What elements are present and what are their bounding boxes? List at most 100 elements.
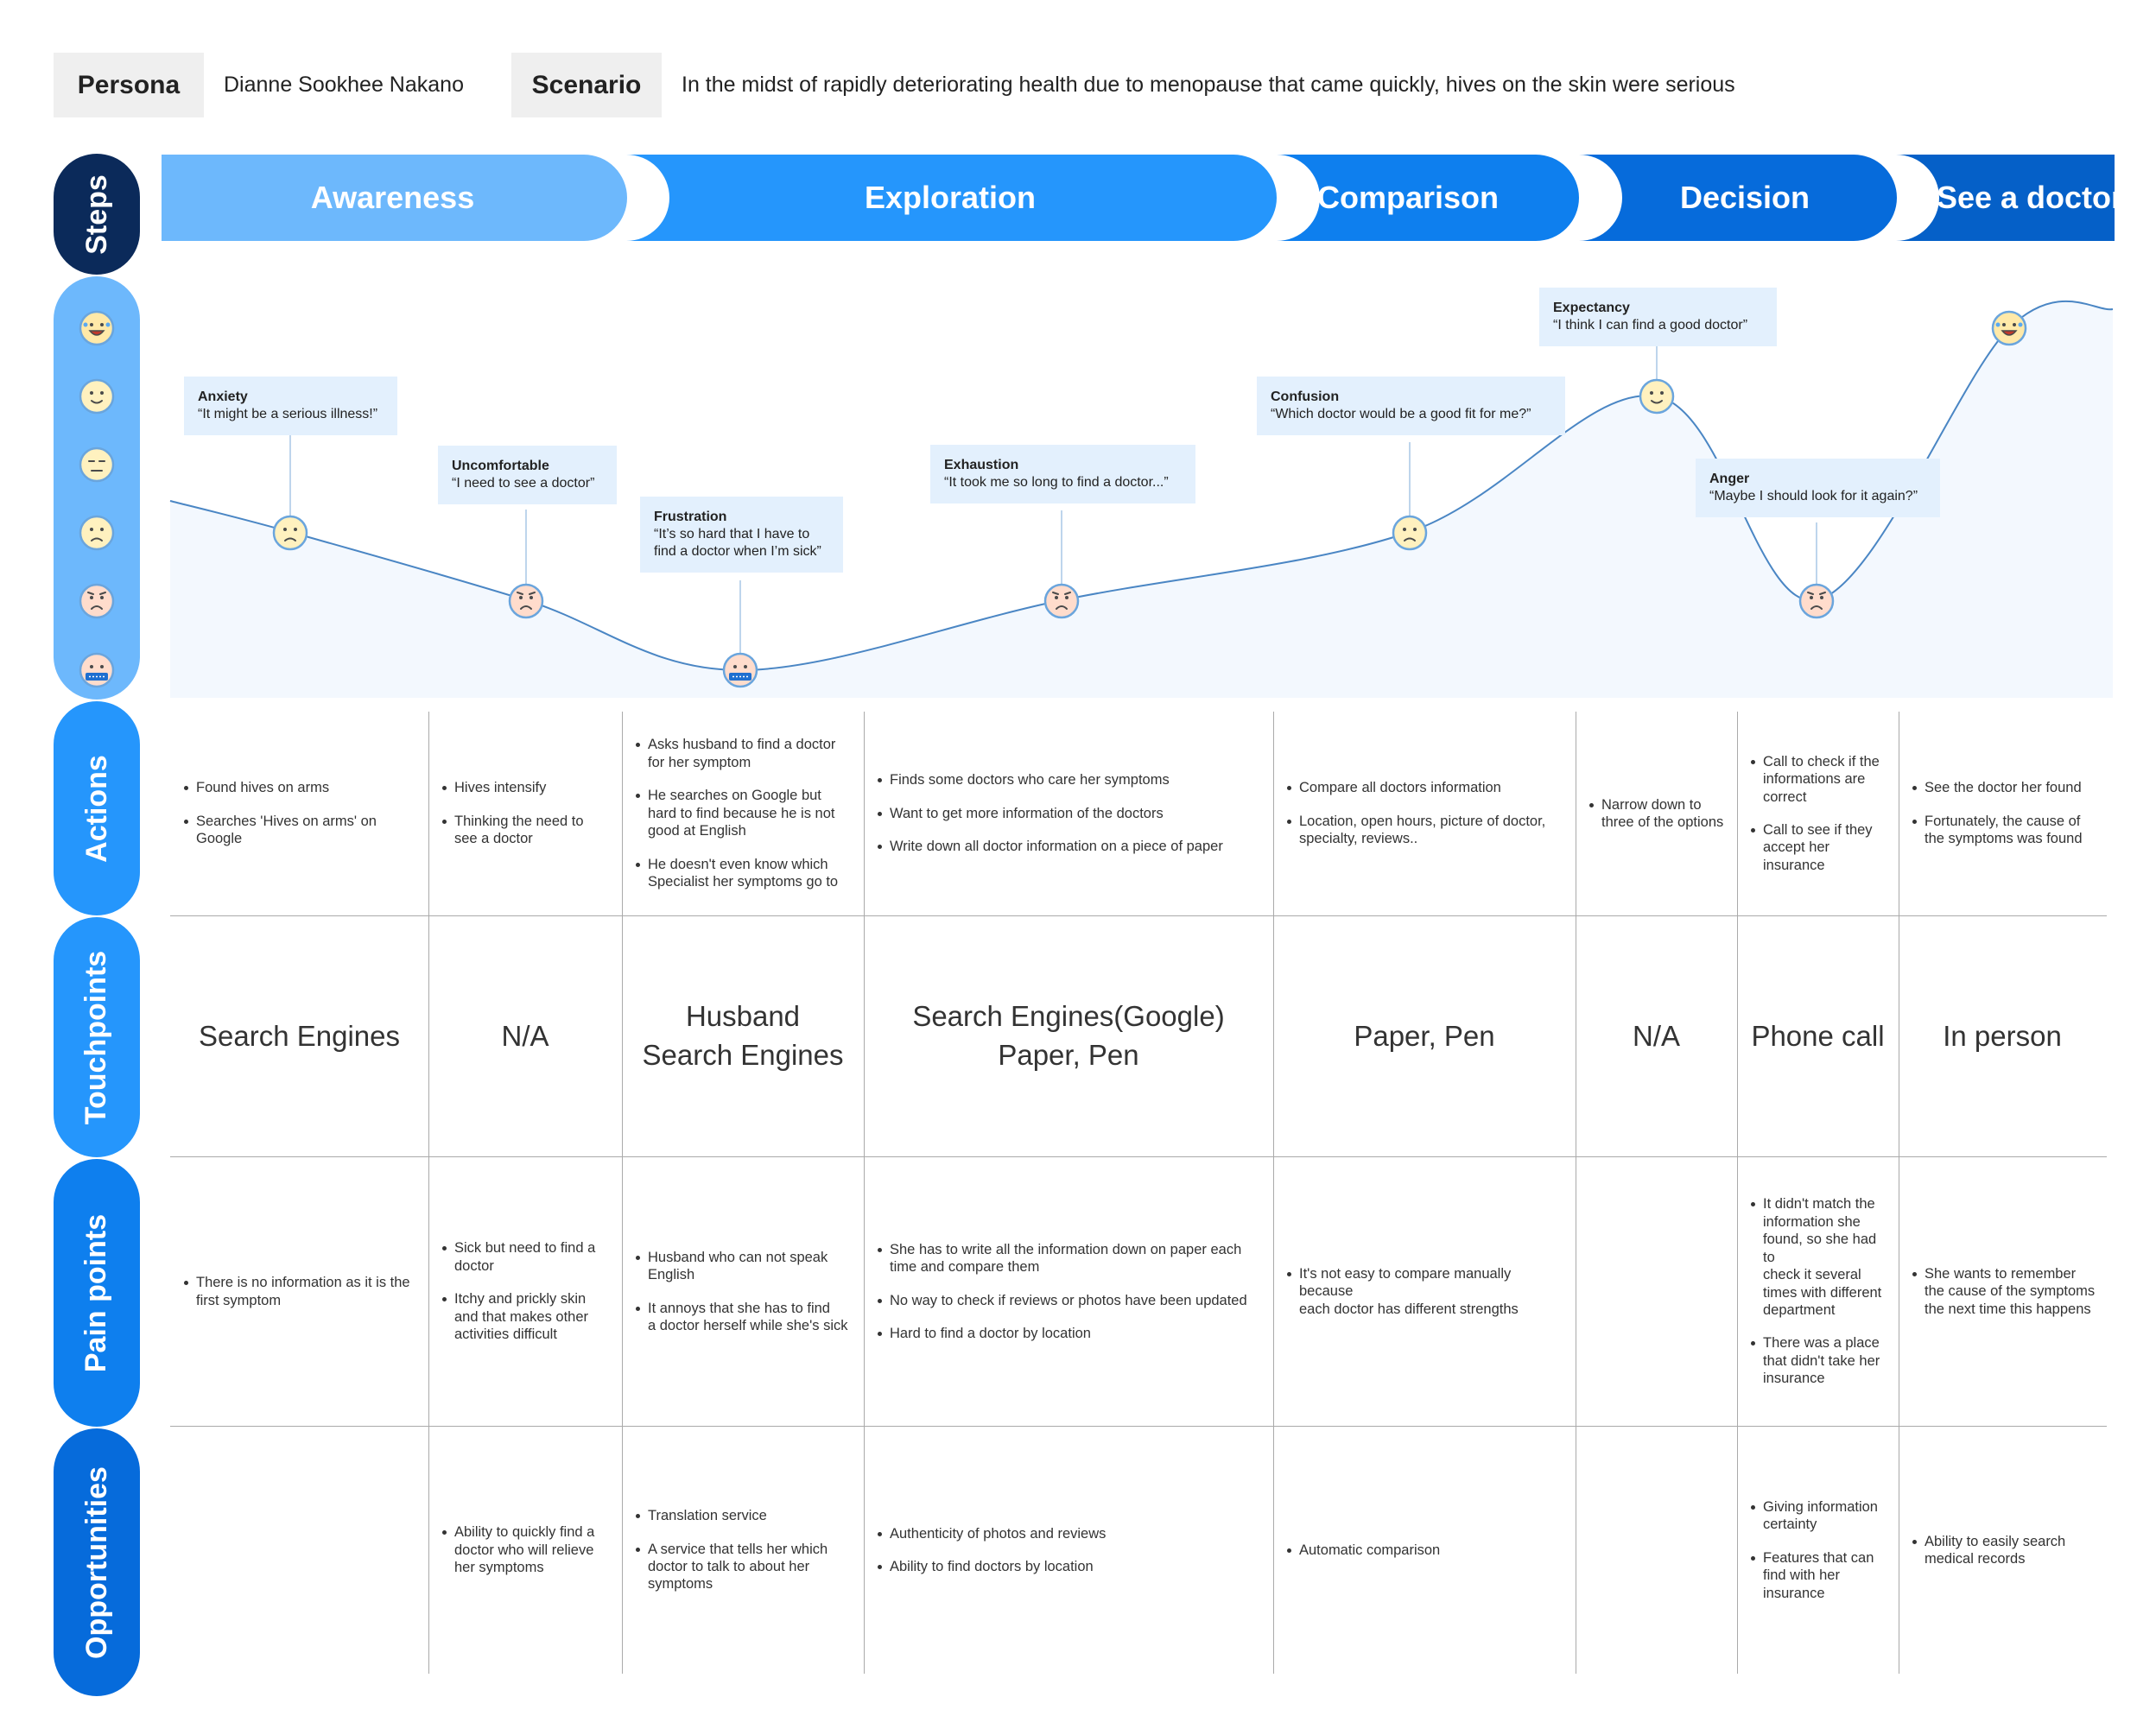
bullet-list: There is no information as it is the fir… bbox=[182, 1274, 420, 1309]
bullet-item: Automatic comparison bbox=[1285, 1542, 1567, 1559]
opportunity-cell bbox=[170, 1427, 428, 1674]
bullet-item: Fortunately, the cause of the symptoms w… bbox=[1911, 813, 2097, 848]
bullet-item: Compare all doctors information bbox=[1285, 779, 1567, 796]
bullet-list: It's not easy to compare manually becaus… bbox=[1285, 1265, 1567, 1318]
row-label-actions: Actions bbox=[54, 701, 140, 915]
bullet-list: She wants to remember the cause of the s… bbox=[1911, 1265, 2097, 1318]
step-decision: Decision bbox=[1679, 180, 1810, 215]
step-shape-exploration bbox=[626, 155, 1277, 241]
upset-face-icon bbox=[79, 583, 115, 619]
bullet-item: Narrow down to three of the options bbox=[1588, 796, 1728, 832]
scenario-label: Scenario bbox=[511, 53, 662, 117]
bullet-item: Ability to find doctors by location bbox=[876, 1558, 1265, 1575]
row-divider bbox=[170, 915, 2107, 916]
bullet-item: Hard to find a doctor by location bbox=[876, 1325, 1265, 1342]
bullet-item: Ability to easily search medical records bbox=[1911, 1533, 2097, 1568]
bullet-item: Location, open hours, picture of doctor,… bbox=[1285, 813, 1567, 848]
bullet-item: See the doctor her found bbox=[1911, 779, 2097, 796]
emotion-title: Confusion bbox=[1271, 389, 1340, 404]
sad-face-icon bbox=[272, 515, 308, 551]
emotion-title: Anger bbox=[1709, 472, 1750, 486]
bullet-item: Call to check if the informations are co… bbox=[1749, 753, 1890, 806]
touchpoint-cell: Phone call bbox=[1737, 916, 1899, 1156]
bullet-item: It didn't match the information she foun… bbox=[1749, 1195, 1890, 1319]
bullet-item: Hives intensify bbox=[441, 779, 613, 796]
sad-face-icon bbox=[1392, 515, 1428, 551]
bullet-item: She wants to remember the cause of the s… bbox=[1911, 1265, 2097, 1318]
scenario-value: In the midst of rapidly deteriorating he… bbox=[682, 73, 1735, 97]
step-see-a-doctor: See a doctor bbox=[1936, 180, 2124, 215]
step-shape-decision bbox=[1579, 155, 1897, 241]
step-shape-see-a-doctor bbox=[1896, 155, 2115, 241]
emotion-callout-uncomfortable: Uncomfortable “I need to see a doctor” bbox=[438, 446, 617, 504]
pain-point-cell: It didn't match the information she foun… bbox=[1737, 1157, 1899, 1426]
pain-point-cell: It's not easy to compare manually becaus… bbox=[1273, 1157, 1576, 1426]
action-cell: Asks husband to find a doctor for her sy… bbox=[622, 712, 864, 915]
row-label-touchpoints-text: Touchpoints bbox=[79, 950, 113, 1124]
touchpoint-cell: N/A bbox=[1576, 916, 1737, 1156]
emotion-title: Anxiety bbox=[198, 389, 248, 404]
bullet-list: Finds some doctors who care her symptoms… bbox=[876, 771, 1265, 855]
bullet-item: Finds some doctors who care her symptoms bbox=[876, 771, 1265, 788]
bullet-item: He doesn't even know which Specialist he… bbox=[634, 856, 855, 891]
touchpoint-text: In person bbox=[1943, 1019, 2062, 1052]
row-label-pain-points: Pain points bbox=[54, 1159, 140, 1427]
pain-point-cell: There is no information as it is the fir… bbox=[170, 1157, 428, 1426]
persona-label: Persona bbox=[54, 53, 204, 117]
crying-face-icon bbox=[722, 652, 758, 688]
upset-face-icon bbox=[1043, 583, 1080, 619]
emotion-callout-confusion: Confusion “Which doctor would be a good … bbox=[1257, 377, 1565, 435]
upset-face-icon bbox=[508, 583, 544, 619]
bullet-item: A service that tells her which doctor to… bbox=[634, 1541, 855, 1593]
bullet-item: Itchy and prickly skin and that makes ot… bbox=[441, 1290, 613, 1343]
bullet-item: Thinking the need to see a doctor bbox=[441, 813, 613, 848]
emotion-callout-anger: Anger “Maybe I should look for it again?… bbox=[1696, 459, 1940, 517]
bullet-list: Asks husband to find a doctor for her sy… bbox=[634, 736, 855, 890]
emotion-area bbox=[170, 301, 2113, 698]
touchpoint-cell: Search Engines bbox=[170, 916, 428, 1156]
bullet-item: It annoys that she has to find a doctor … bbox=[634, 1300, 855, 1335]
opportunity-cell bbox=[1576, 1427, 1737, 1674]
step-comparison: Comparison bbox=[1316, 180, 1500, 215]
persona-value: Dianne Sookhee Nakano bbox=[224, 73, 464, 97]
bullet-item: Translation service bbox=[634, 1507, 855, 1524]
touchpoint-text: N/A bbox=[501, 1019, 549, 1052]
sad-face-icon bbox=[79, 515, 115, 551]
emotion-quote: “It might be a serious illness!” bbox=[198, 407, 378, 421]
touchpoint-text: Husband Search Engines bbox=[642, 1000, 844, 1071]
step-shape-comparison bbox=[1277, 155, 1579, 241]
column-divider bbox=[1737, 712, 1738, 1674]
row-label-steps: Steps bbox=[54, 154, 140, 275]
happy-face-icon bbox=[79, 378, 115, 415]
pain-point-cell: She has to write all the information dow… bbox=[864, 1157, 1273, 1426]
emotion-quote: “Which doctor would be a good fit for me… bbox=[1271, 407, 1531, 421]
bullet-list: It didn't match the information she foun… bbox=[1749, 1195, 1890, 1388]
very-happy-face-icon bbox=[1991, 310, 2027, 346]
emotion-callout-expectancy: Expectancy “I think I can find a good do… bbox=[1539, 288, 1777, 346]
bullet-item: There is no information as it is the fir… bbox=[182, 1274, 420, 1309]
bullet-item: No way to check if reviews or photos hav… bbox=[876, 1292, 1265, 1309]
emotion-callout-exhaustion: Exhaustion “It took me so long to find a… bbox=[930, 445, 1195, 503]
opportunity-cell: Translation service A service that tells … bbox=[622, 1427, 864, 1674]
touchpoint-text: Search Engines bbox=[199, 1019, 400, 1052]
touchpoint-cell: Paper, Pen bbox=[1273, 916, 1576, 1156]
bullet-item: Call to see if they accept her insurance bbox=[1749, 821, 1890, 874]
crying-face-icon bbox=[79, 652, 115, 688]
touchpoint-text: Phone call bbox=[1751, 1019, 1885, 1052]
bullet-item: Sick but need to find a doctor bbox=[441, 1239, 613, 1275]
row-divider bbox=[170, 1156, 2107, 1157]
bullet-item: There was a place that didn't take her i… bbox=[1749, 1334, 1890, 1387]
bullet-list: Automatic comparison bbox=[1285, 1542, 1567, 1559]
bullet-item: Giving information certainty bbox=[1749, 1498, 1890, 1534]
emotion-quote: “It took me so long to find a doctor...” bbox=[944, 475, 1169, 490]
